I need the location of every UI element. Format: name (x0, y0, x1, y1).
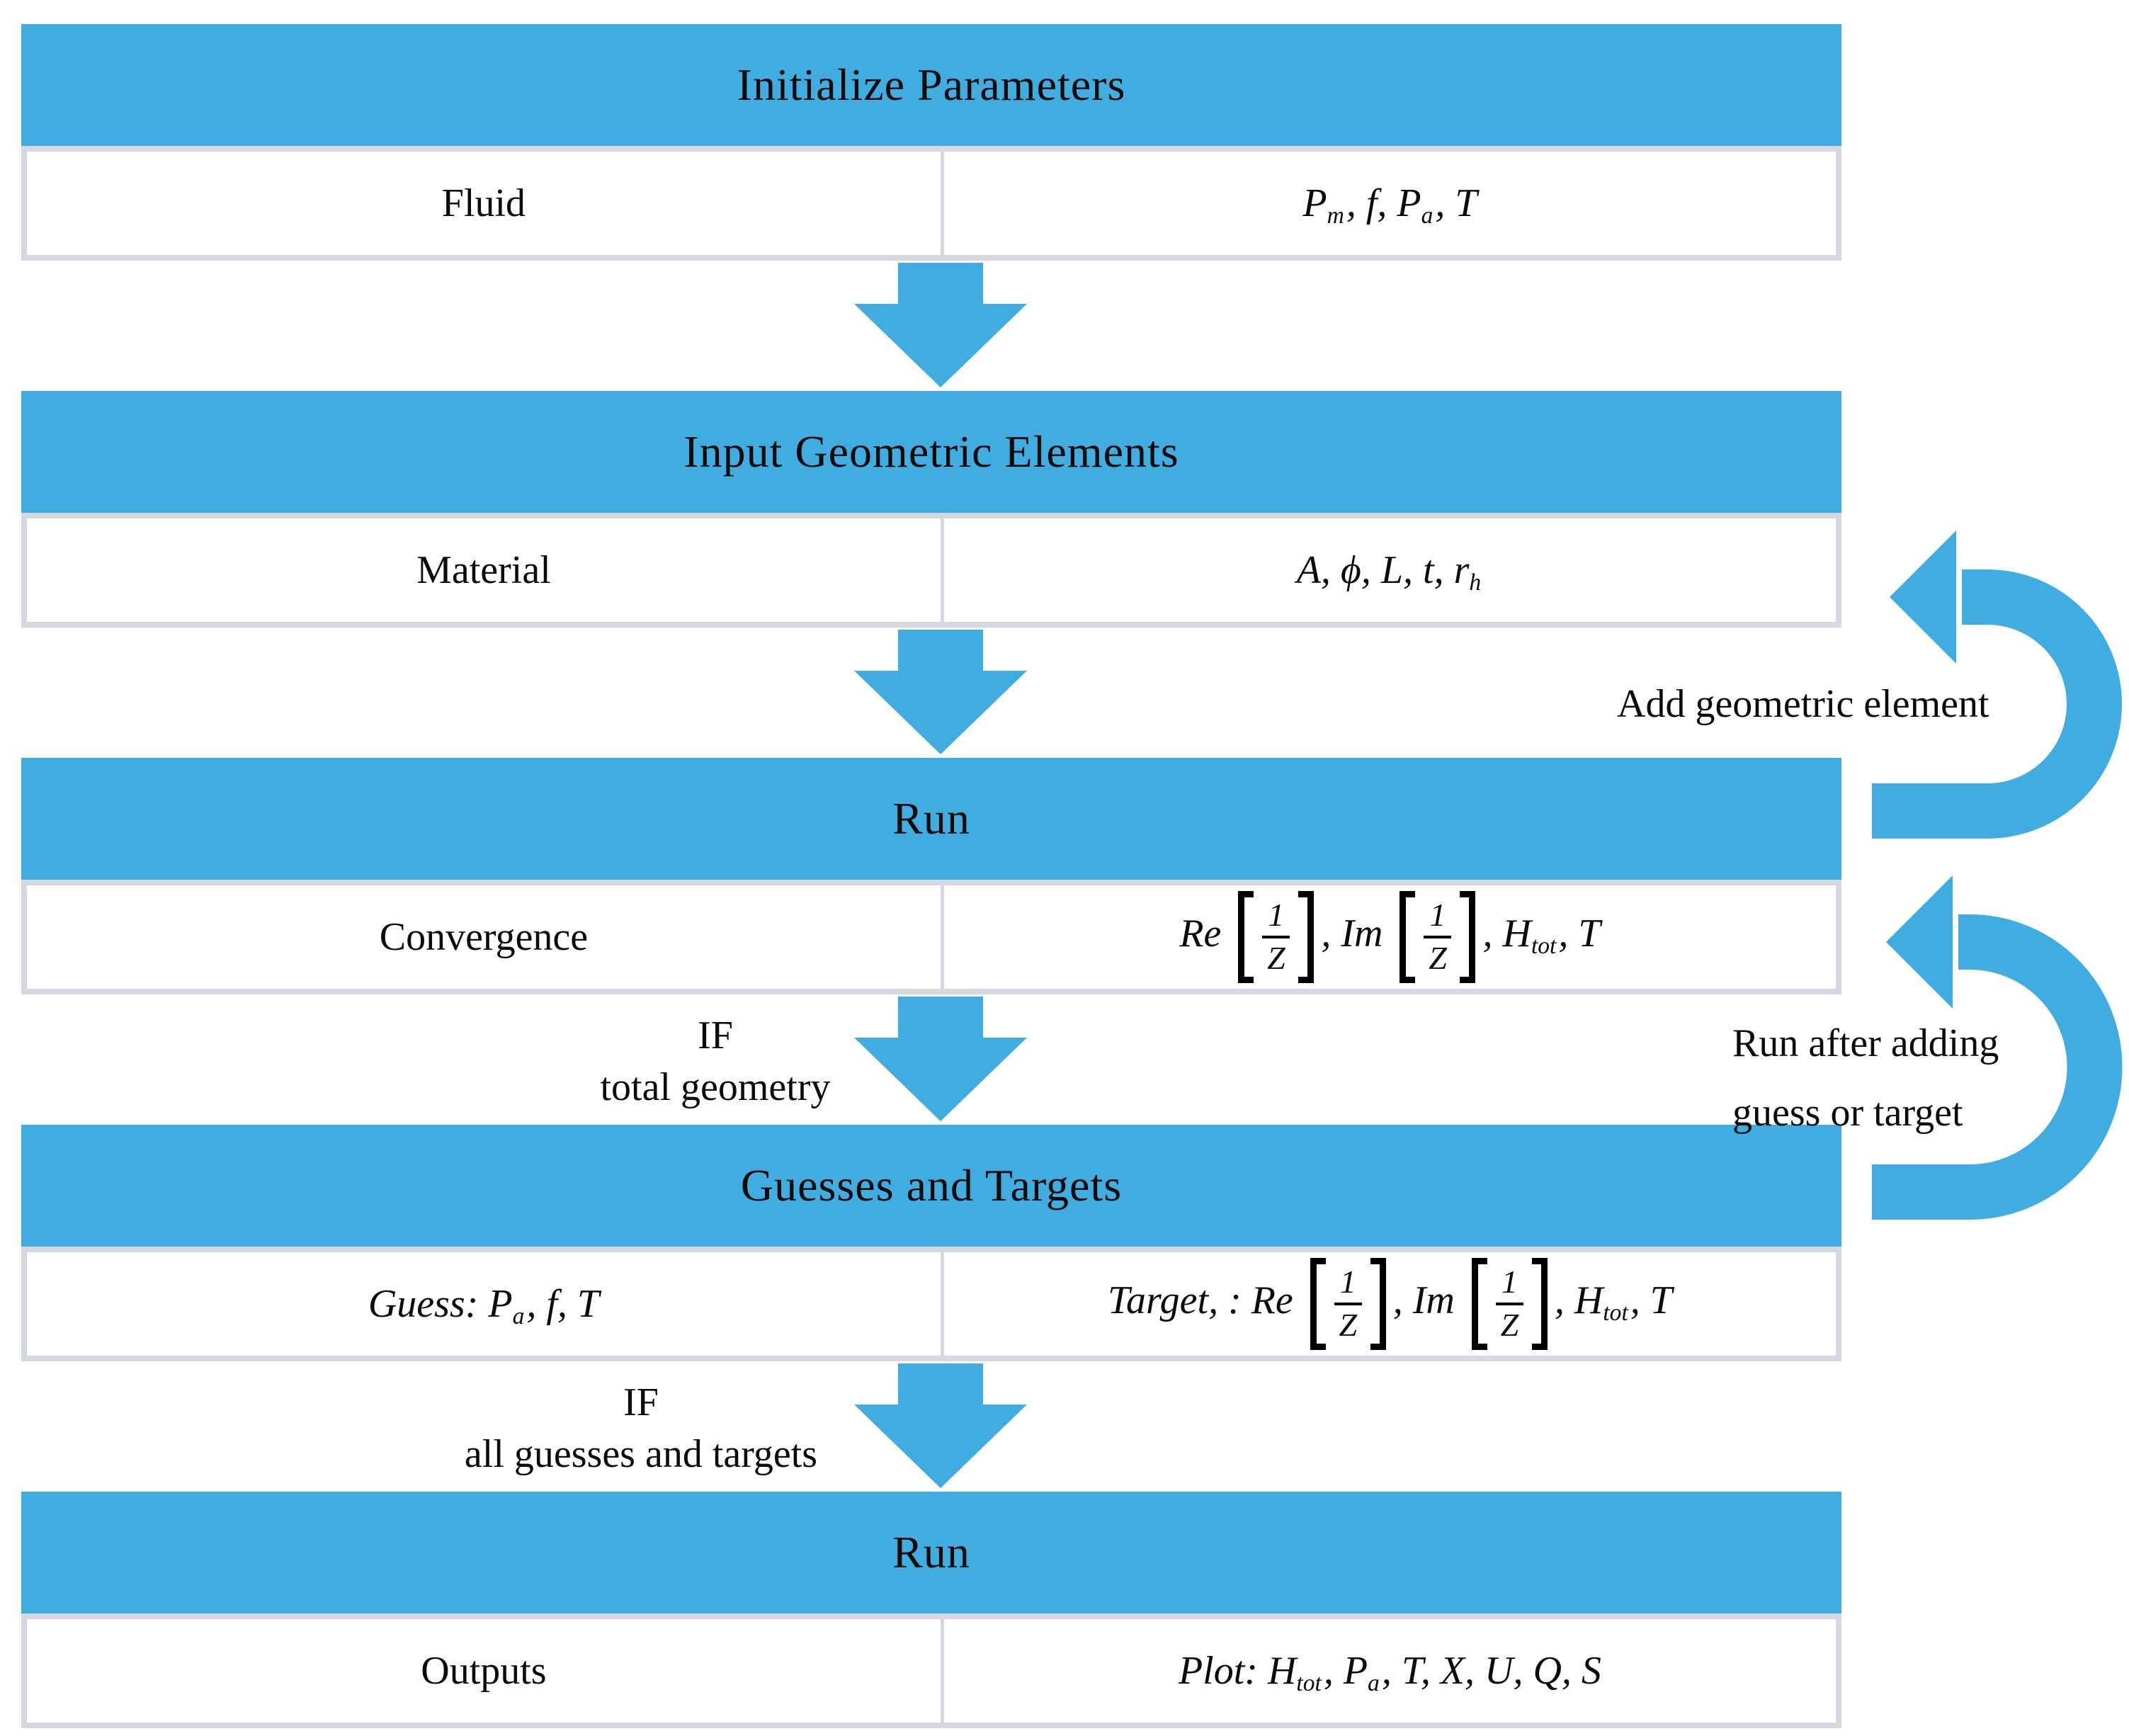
cell-guess-formula: Guess: Pa, f, T (368, 1282, 600, 1330)
connector-4: IF all guesses and targets (21, 1361, 1841, 1492)
cell-plot-formula: Plot: Htot, Pa, T, X, U, Q, S (1178, 1649, 1601, 1697)
row-outputs: Outputs Plot: Htot, Pa, T, X, U, Q, S (21, 1613, 1841, 1728)
cell-convergence-text: Convergence (379, 915, 589, 959)
down-arrow-icon (854, 630, 1027, 754)
cell-outputs: Outputs (27, 1619, 944, 1723)
down-arrow-icon (854, 263, 1027, 387)
cell-guess: Guess: Pa, f, T (27, 1252, 944, 1356)
flow-diagram: Initialize Parameters Fluid Pm, f, Pa, T… (21, 24, 1841, 1728)
down-arrow-icon (854, 1363, 1027, 1488)
condition-line: total geometry (600, 1065, 831, 1109)
condition-line: IF (623, 1380, 659, 1424)
loop-label-line: guess or target (1732, 1091, 1963, 1135)
loop-arrow-icon (1872, 875, 2123, 1220)
cell-outputs-text: Outputs (421, 1649, 547, 1693)
header-initialize-parameters: Initialize Parameters (21, 24, 1841, 146)
cell-fluid-text: Fluid (441, 181, 526, 225)
header-guesses-and-targets: Guesses and Targets (21, 1125, 1841, 1247)
condition-label-total-geometry: IF total geometry (517, 1010, 914, 1113)
cell-material: Material (27, 518, 944, 622)
cell-geometry-formula: A, ϕ, L, t, rh (1296, 548, 1482, 596)
row-initialize: Fluid Pm, f, Pa, T (21, 146, 1841, 261)
cell-material-text: Material (416, 548, 551, 592)
header-title: Initialize Parameters (737, 59, 1126, 110)
condition-line: all guesses and targets (464, 1431, 818, 1476)
header-title: Run (892, 793, 970, 844)
connector-2 (21, 628, 1841, 758)
loop-label-line: Add geometric element (1617, 682, 1989, 726)
cell-fluid: Fluid (27, 152, 944, 255)
loop-label-run-after-adding: Run after adding guess or target (1732, 1009, 1999, 1147)
down-arrow-icon (854, 997, 1027, 1121)
cell-plot: Plot: Htot, Pa, T, X, U, Q, S (943, 1619, 1836, 1723)
condition-line: IF (698, 1014, 733, 1057)
cell-fluid-params: Pm, f, Pa, T (943, 152, 1836, 255)
row-geometry: Material A, ϕ, L, t, rh (21, 513, 1841, 628)
cell-convergence: Convergence (27, 885, 944, 989)
loop-label-line: Run after adding (1732, 1021, 1999, 1065)
connector-3: IF total geometry (21, 994, 1841, 1125)
loop-arrow-icon (1872, 531, 2122, 839)
header-run-2: Run (21, 1492, 1841, 1613)
header-title: Run (892, 1527, 970, 1577)
header-title: Guesses and Targets (740, 1160, 1123, 1210)
header-title: Input Geometric Elements (683, 426, 1179, 477)
cell-fluid-formula: Pm, f, Pa, T (1302, 181, 1477, 229)
connector-1 (21, 261, 1841, 391)
header-input-geometric-elements: Input Geometric Elements (21, 391, 1841, 513)
loop-label-add-geometric-element: Add geometric element (1617, 681, 1989, 727)
condition-label-all-guesses: IF all guesses and targets (414, 1377, 868, 1480)
header-run-1: Run (21, 758, 1841, 880)
cell-geometry-params: A, ϕ, L, t, rh (943, 518, 1836, 622)
